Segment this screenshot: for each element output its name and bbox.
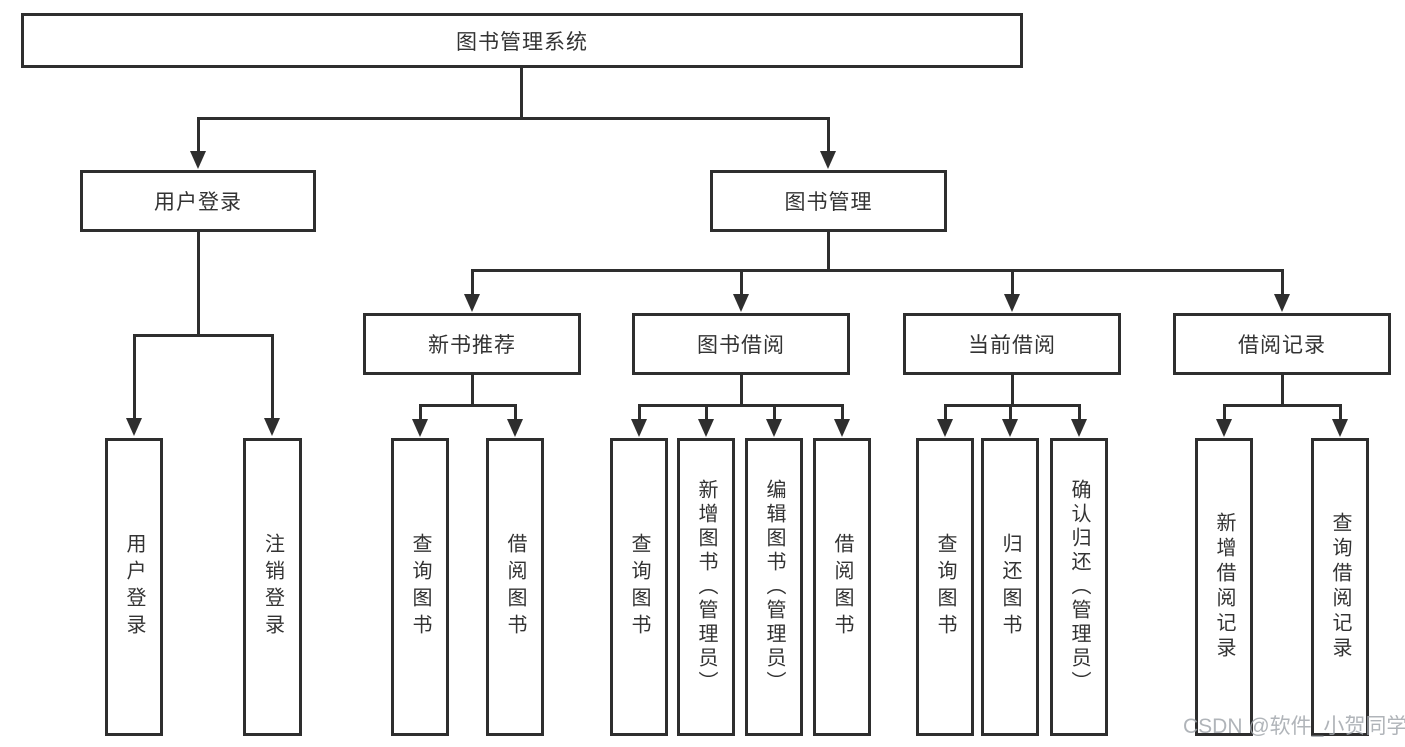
connector-line (271, 334, 274, 419)
arrow-down-icon (264, 418, 280, 436)
connector-line (740, 269, 743, 295)
connector-line (1223, 404, 1342, 407)
node-new-book-recommendation: 新书推荐 (363, 313, 581, 375)
connector-line (944, 404, 947, 420)
arrow-down-icon (1071, 419, 1087, 437)
connector-line (1223, 404, 1226, 420)
connector-line (827, 232, 830, 270)
connector-line (638, 404, 844, 407)
connector-line (1078, 404, 1081, 420)
connector-line (1011, 269, 1014, 295)
connector-line (1009, 404, 1012, 420)
node-book-management: 图书管理 (710, 170, 947, 232)
arrow-down-icon (698, 419, 714, 437)
connector-line (773, 404, 776, 420)
arrow-down-icon (1216, 419, 1232, 437)
connector-line (1339, 404, 1342, 420)
node-borrowing-records: 借阅记录 (1173, 313, 1391, 375)
connector-line (133, 334, 136, 419)
arrow-down-icon (834, 419, 850, 437)
leaf-query-books-recommend: 查询图书 (391, 438, 449, 736)
connector-line (514, 404, 517, 420)
connector-line (419, 404, 422, 420)
connector-line (197, 232, 200, 335)
leaf-return-books: 归还图书 (981, 438, 1039, 736)
arrow-down-icon (1332, 419, 1348, 437)
connector-line (638, 404, 641, 420)
csdn-watermark: CSDN @软件_小贺同学 (1183, 715, 1405, 738)
arrow-down-icon (1002, 419, 1018, 437)
connector-line (1281, 375, 1284, 406)
node-user-login: 用户登录 (80, 170, 316, 232)
leaf-edit-books-admin: 编辑图书（管理员） (745, 438, 803, 736)
connector-line (827, 117, 830, 153)
node-book-borrowing: 图书借阅 (632, 313, 850, 375)
connector-line (944, 404, 1081, 407)
arrow-down-icon (126, 418, 142, 436)
connector-line (841, 404, 844, 420)
connector-line (197, 117, 200, 153)
leaf-query-books-current: 查询图书 (916, 438, 974, 736)
leaf-add-books-admin: 新增图书（管理员） (677, 438, 735, 736)
arrow-down-icon (1274, 294, 1290, 312)
leaf-confirm-return-admin: 确认归还（管理员） (1050, 438, 1108, 736)
arrow-down-icon (631, 419, 647, 437)
arrow-down-icon (507, 419, 523, 437)
leaf-query-borrow-record: 查询借阅记录 (1311, 438, 1369, 736)
arrow-down-icon (464, 294, 480, 312)
connector-line (520, 68, 523, 118)
arrow-down-icon (1004, 294, 1020, 312)
leaf-logout: 注销登录 (243, 438, 302, 736)
connector-line (419, 404, 517, 407)
arrow-down-icon (412, 419, 428, 437)
leaf-query-books-borrow: 查询图书 (610, 438, 668, 736)
arrow-down-icon (820, 151, 836, 169)
leaf-add-borrow-record: 新增借阅记录 (1195, 438, 1253, 736)
connector-line (1281, 269, 1284, 295)
arrow-down-icon (766, 419, 782, 437)
connector-line (1011, 375, 1014, 406)
connector-line (471, 269, 1283, 272)
arrow-down-icon (190, 151, 206, 169)
connector-line (197, 117, 830, 120)
connector-line (705, 404, 708, 420)
connector-line (471, 375, 474, 406)
leaf-user-login: 用户登录 (105, 438, 163, 736)
arrow-down-icon (937, 419, 953, 437)
connector-line (740, 375, 743, 406)
node-library-management-system: 图书管理系统 (21, 13, 1023, 68)
arrow-down-icon (733, 294, 749, 312)
connector-line (133, 334, 274, 337)
leaf-borrow-books: 借阅图书 (813, 438, 871, 736)
leaf-borrow-books-recommend: 借阅图书 (486, 438, 544, 736)
connector-line (471, 269, 474, 295)
node-current-borrowing: 当前借阅 (903, 313, 1121, 375)
